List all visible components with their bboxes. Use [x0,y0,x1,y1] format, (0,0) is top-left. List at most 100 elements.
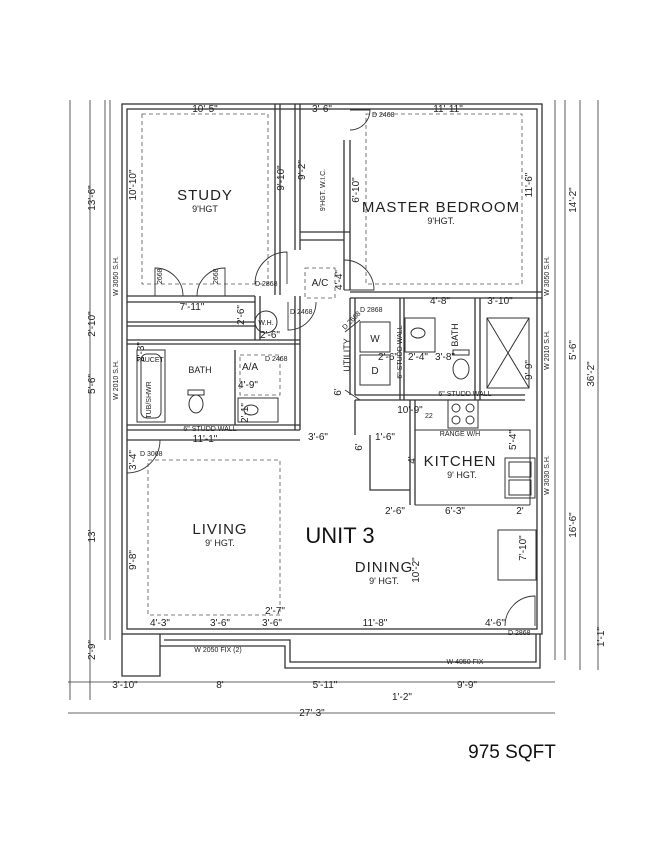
dim-left-e: 2'-9" [87,640,98,660]
dim-c3: 4'-9" [238,380,258,391]
dim-c6: 2'-3" [136,342,147,362]
door-d-entry: D 2868 [508,630,531,637]
door-d-study-left: 2668 [157,268,164,284]
door-d-master: D 2468 [372,112,395,119]
room-master-height: 9'HGT. [427,216,454,226]
dim-master-h2: 11'-6" [524,172,535,197]
door-d-wh: D 2468 [290,309,313,316]
dim-c31: 4' [407,456,418,464]
dim-c12: 1'-6" [375,432,395,443]
room-kitchen: KITCHEN [424,453,497,470]
dim-c18: 7'-10" [518,535,529,561]
dim-master-h: 6'-10" [351,177,362,203]
dim-c27: 2'-6" [378,352,398,363]
fixture-faucet: FAUCET [136,357,164,364]
fixtures [136,310,537,581]
dim-left-a: 13'-6" [87,185,98,211]
fixture-tub: TUB/SHWR [146,381,153,418]
fixture-wh: W.H. [258,320,273,327]
room-bath-left: BATH [188,365,211,375]
dim-c33: 9'-9" [524,360,535,380]
dim-c22: 2'-7" [265,606,285,617]
dim-c1: 2'-6" [260,330,280,341]
window-master-bath: W 2010 S.H. [544,330,551,370]
dim-c13: 5'-4" [508,430,519,450]
fixture-dryer: D [371,366,378,377]
dim-c10: 11'-1" [193,434,218,445]
dim-top-study: 10'-5" [192,104,218,115]
dim-c28: 3'-8" [435,352,455,363]
dim-right-e: 1'-1" [596,627,607,647]
room-study: STUDY [177,187,233,204]
door-swings [126,109,536,627]
dim-right-a: 14'-2" [568,187,579,213]
dim-c32: 6' [333,388,344,396]
room-dining-height: 9' HGT. [369,576,399,586]
door-d-study-right: 2668 [213,268,220,284]
dim-left-c: 5'-6" [87,374,98,394]
dim-hall-h: 9'-2" [297,160,308,180]
dim-c7: 3'-6" [308,432,328,443]
dim-bottom-total: 27'-3" [299,708,325,719]
dim-c34: 2'-1" [240,403,251,423]
fixture-washer: W [370,334,380,345]
window-master: W 3050 S.H. [544,256,551,296]
fixture-ac-upper: A/C [312,278,329,289]
dim-left-b: 2'-10" [87,311,98,337]
room-study-height: 9'HGT [192,204,218,214]
window-study: W 3050 S.H. [113,256,120,296]
dim-closet: 7'-11" [180,302,205,313]
fixture-studd-wall-1: 6" STUDD WALL [183,426,236,433]
door-d-living: D 3068 [140,451,163,458]
fixture-studd-wall-2: 6" STUDD WALL [397,325,404,378]
door-d-bath: D 2468 [265,356,288,363]
dim-bottom-a: 3'-10" [112,680,138,691]
dim-c25: 3'-4" [128,450,139,470]
dim-c19: 10'-2" [411,557,422,583]
window-kitchen: W 3030 S.H. [544,455,551,495]
dim-bottom-b: 8' [216,680,224,691]
dim-top-hall: 3'-6" [312,104,332,115]
door-d-master-bath: D 2868 [360,307,383,314]
dim-right-d: 36'-2" [586,361,597,387]
room-dining: DINING [355,559,414,576]
dim-c17: 9'-8" [128,550,139,570]
window-living: W 2050 FIX (2) [194,647,241,654]
dim-study-w: 10'-10" [128,169,139,200]
dim-c21: 3'-6" [262,618,282,629]
door-d-study-closet: D 2868 [255,281,278,288]
dashed-outlines [141,113,523,616]
dim-c4: 4'-8" [430,296,450,307]
walls [68,100,599,714]
dim-left-d: 13' [87,529,98,542]
area-label: 975 SQFT [468,742,556,763]
dim-c16: 2' [516,506,524,517]
dim-c2: 2'-6" [236,305,247,325]
dim-c26: 2'-4" [408,352,428,363]
dim-right-c: 16'-6" [568,512,579,538]
dim-c8: 10'-9" [397,405,423,416]
unit-label: UNIT 3 [305,523,374,548]
room-living: LIVING [192,521,247,538]
dim-c20: 4'-3" [150,618,170,629]
room-kitchen-height: 9' HGT. [447,470,477,480]
dim-c15: 6'-3" [445,506,465,517]
dim-c29: 4'-4" [334,270,345,290]
room-master: MASTER BEDROOM [362,199,520,216]
dim-right-b: 5'-6" [568,340,579,360]
window-bath: W 2010 S.H. [113,360,120,400]
dim-c24: 4'-6" [485,618,505,629]
room-utility: UTILITY [342,338,352,372]
dim-c5: 3'-10" [487,296,513,307]
dim-bottom-d: 9'-9" [457,680,477,691]
room-wic: 9'HGT. W.I.C. [320,169,327,211]
room-bath-right: BATH [450,323,460,346]
dim-c23: 11'-8" [363,618,388,629]
room-living-height: 9' HGT. [205,538,235,548]
dim-bottom-c: 5'-11" [313,680,338,691]
fixture-studd-wall-3: 6" STUDD WALL [438,391,491,398]
window-dining: W 4050 FIX [447,659,484,666]
dim-top-master: 11'-11" [433,104,463,115]
dim-c11: 3'-6" [210,618,230,629]
fixture-range: RANGE W/H [440,431,480,438]
